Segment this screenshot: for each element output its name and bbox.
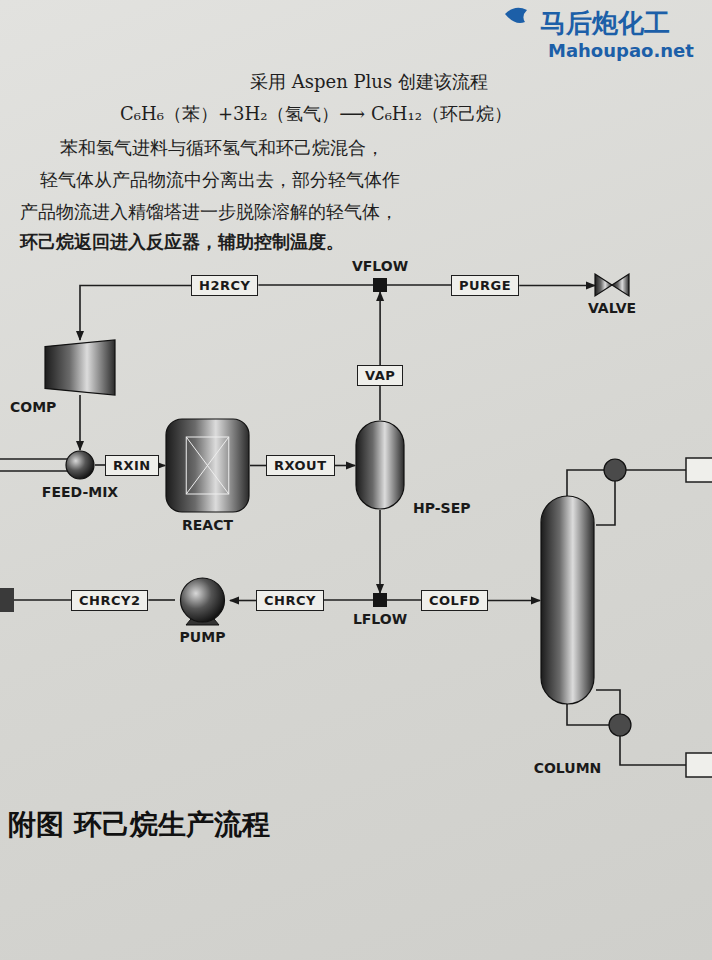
reactor-symbol: REACT <box>165 418 250 513</box>
block-label: VALVE <box>588 300 636 316</box>
mixer-symbol: FEED-MIX <box>65 450 95 480</box>
stream-name: CHRCY <box>264 593 316 608</box>
stream-line <box>258 284 373 286</box>
stream-box-cut <box>686 753 712 777</box>
reflux-line <box>596 481 615 525</box>
stream-id-box: RXIN <box>105 455 159 476</box>
block-label: FEED-MIX <box>42 484 118 500</box>
body-text: 轻气体从产品物流中分离出去，部分轻气体作 <box>40 168 400 192</box>
compressor-symbol <box>45 340 115 395</box>
watermark-logo <box>505 8 527 23</box>
splitter-block: LFLOW <box>373 593 387 607</box>
stream-line <box>379 386 381 420</box>
stream-id-box: CHRCY2 <box>71 590 148 611</box>
stream-id-box: RXOUT <box>266 455 335 476</box>
stream-line <box>324 599 373 601</box>
figure-caption: 附图 环己烷生产流程 <box>8 806 270 844</box>
block-label: PUMP <box>180 629 226 645</box>
watermark: Mahoupao.net <box>548 40 694 61</box>
stream-line <box>488 600 540 602</box>
compressor-symbol: COMP <box>45 340 115 395</box>
feed-line <box>0 470 72 472</box>
stream-line <box>387 599 421 601</box>
column-symbol <box>540 495 595 705</box>
column-symbol: COLUMN <box>540 495 595 705</box>
stream-line <box>79 395 81 450</box>
block-label: VFLOW <box>352 258 408 274</box>
stream-id-box: VAP <box>357 365 403 386</box>
stream-box-cut <box>686 458 712 482</box>
stream-line <box>159 465 165 467</box>
stream-name: VAP <box>365 368 395 383</box>
block-label: LFLOW <box>353 611 407 627</box>
separator-symbol: HP-SEP <box>355 420 405 510</box>
mixer-block: VFLOW <box>373 278 387 292</box>
reactor-symbol <box>165 418 250 513</box>
stream-line <box>387 284 451 286</box>
body-text: 苯和氢气进料与循环氢气和环己烷混合， <box>60 136 384 160</box>
stream-line <box>379 292 381 365</box>
stream-line <box>519 285 595 287</box>
body-text: 环己烷返回进入反应器，辅助控制温度。 <box>20 230 344 254</box>
condenser-symbol <box>604 459 626 481</box>
valve-symbol <box>595 274 629 296</box>
stream-name: CHRCY2 <box>79 593 140 608</box>
stream-line <box>379 510 381 593</box>
reboiler-symbol <box>609 714 631 736</box>
mixer-block <box>373 278 387 292</box>
stream-name: COLFD <box>429 593 480 608</box>
stream-id-box: COLFD <box>421 590 488 611</box>
separator-symbol <box>355 420 405 510</box>
stream-line <box>335 465 356 467</box>
splitter-block <box>373 593 387 607</box>
valve-symbol: VALVE <box>595 274 629 296</box>
feed-line <box>0 458 72 460</box>
stream-id-box: PURGE <box>451 275 519 296</box>
stream-name: PURGE <box>459 278 511 293</box>
body-text: 采用 Aspen Plus 创建该流程 <box>250 70 488 94</box>
stream-name: H2RCY <box>199 278 250 293</box>
stream-name: RXOUT <box>274 458 327 473</box>
boilup-line <box>596 690 620 714</box>
block-label: COMP <box>10 399 56 415</box>
bottoms-line <box>567 703 609 725</box>
stream-line <box>230 600 256 602</box>
pump-symbol <box>175 575 230 625</box>
block-label: REACT <box>182 517 233 533</box>
reaction-equation: C₆H₆（苯）+3H₂（氢气）⟶ C₆H₁₂（环己烷） <box>120 102 512 126</box>
watermark: 马后炮化工 <box>540 6 670 41</box>
overhead-line <box>567 470 604 497</box>
body-text: 产品物流进入精馏塔进一步脱除溶解的轻气体， <box>20 200 398 224</box>
stream-id-box: CHRCY <box>256 590 324 611</box>
stream-line <box>250 465 266 467</box>
block-label: HP-SEP <box>413 500 470 516</box>
stream-line <box>148 599 175 601</box>
block-label: COLUMN <box>534 760 602 776</box>
pump-symbol: PUMP <box>175 575 230 625</box>
stream-name: RXIN <box>113 458 151 473</box>
cut-block <box>0 588 14 612</box>
stream-id-box: H2RCY <box>191 275 258 296</box>
stream-line <box>80 286 191 341</box>
stream-line <box>95 464 105 466</box>
mixer-symbol <box>65 450 95 480</box>
